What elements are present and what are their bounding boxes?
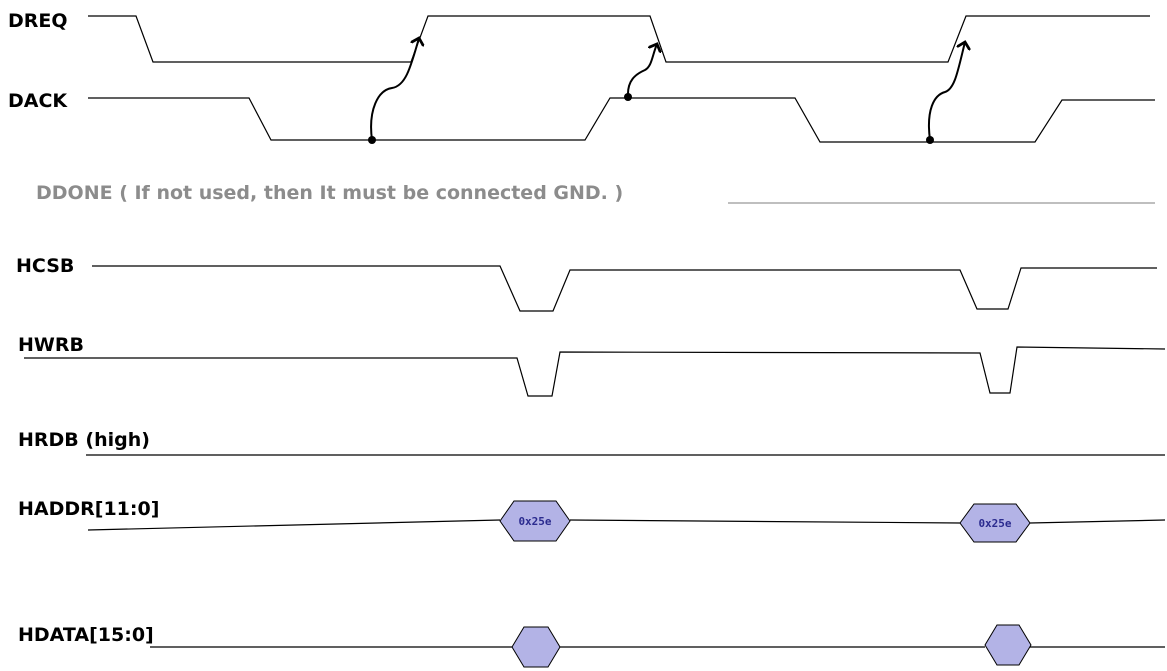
dreq-waveform <box>88 15 1150 63</box>
haddr-bus-segment <box>959 503 1031 543</box>
haddr-bus-segment <box>499 500 571 542</box>
hdata-bus-segment <box>511 626 561 668</box>
signal-label-hrdb: HRDB (high) <box>18 429 150 451</box>
hcsb-waveform <box>92 265 1157 312</box>
haddr-waveform-mid <box>569 519 961 524</box>
signal-label-hdata: HDATA[15:0] <box>18 624 154 646</box>
hdata-bus-segment <box>984 624 1032 666</box>
haddr-waveform <box>87 519 501 531</box>
haddr-bus-value: 0x25e <box>518 515 551 528</box>
causality-arrow <box>928 42 965 141</box>
signal-label-dack: DACK <box>8 90 68 112</box>
signal-label-hwrb: HWRB <box>18 334 84 356</box>
signal-label-dreq: DREQ <box>8 10 68 32</box>
haddr-bus-value: 0x25e <box>978 517 1011 530</box>
ddone-note: DDONE ( If not used, then It must be con… <box>36 182 623 204</box>
hwrb-waveform <box>24 346 1166 397</box>
causality-arrow <box>370 38 419 141</box>
signal-label-hcsb: HCSB <box>16 255 74 277</box>
causality-arrow <box>626 44 657 98</box>
signal-label-haddr: HADDR[11:0] <box>18 498 159 520</box>
dack-waveform <box>88 97 1155 143</box>
haddr-waveform-end <box>1029 519 1166 524</box>
